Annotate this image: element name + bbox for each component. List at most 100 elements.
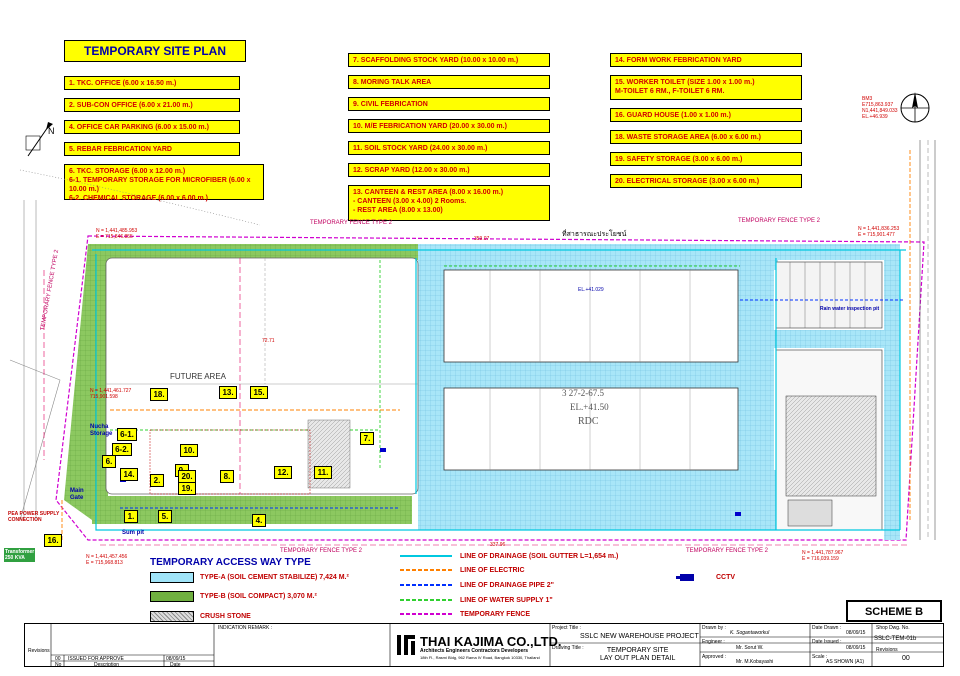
dim-top: 359.07	[474, 236, 490, 242]
benchmark-label: BM3 E715,863.937 N1,441,849.033 EL.+46.9…	[862, 96, 898, 120]
facility-7: 7. SCAFFOLDING STOCK YARD (10.00 x 10.00…	[348, 53, 550, 67]
coord-bottom-left: N = 1,441,457.456 E = 715,968.813	[86, 554, 128, 566]
nucha-storage-label: Nucha Storage	[90, 424, 113, 437]
area-15: 15.	[250, 386, 268, 399]
drawing-title: TEMPORARY SITE LAY OUT PLAN DETAIL	[600, 647, 676, 662]
building-el: EL.+41.50	[570, 402, 609, 412]
facility-20: 20. ELECTRICAL STORAGE (3.00 x 6.00 m.)	[610, 174, 802, 188]
facility-15: 15. WORKER TOILET (SIZE 1.00 x 1.00 m.) …	[610, 75, 802, 100]
pipe-label: LINE OF DRAINAGE PIPE 2"	[460, 582, 554, 589]
area-10: 10.	[180, 444, 198, 457]
company-name: THAI KAJIMA CO.,LTD.	[420, 634, 562, 649]
future-area-label: FUTURE AREA	[170, 372, 227, 381]
area-18: 18.	[150, 388, 168, 401]
pea-label: PEA POWER SUPPLY CONNECTION	[8, 511, 60, 523]
scheme-label: SCHEME B	[846, 600, 942, 622]
page-title: TEMPORARY SITE PLAN	[64, 40, 246, 62]
area-12: 12.	[274, 466, 292, 479]
area-14: 14.	[120, 468, 138, 481]
facility-14: 14. FORM WORK FEBRICATION YARD	[610, 53, 802, 67]
approved-label: Approved :	[702, 654, 727, 660]
facility-16: 16. GUARD HOUSE (1.00 x 1.00 m.)	[610, 108, 802, 122]
dim-bottom: 337.96	[490, 542, 506, 548]
facility-19: 19. SAFETY STORAGE (3.00 x 6.00 m.)	[610, 152, 802, 166]
access-way-title: TEMPORARY ACCESS WAY TYPE	[150, 557, 311, 568]
facility-1: 1. TKC. OFFICE (6.00 x 16.50 m.)	[64, 76, 240, 90]
company-logo-icon	[397, 635, 415, 655]
title-block	[24, 623, 944, 667]
engineer-label: Engineer :	[702, 639, 725, 645]
facility-12: 12. SCRAP YARD (12.00 x 30.00 m.)	[348, 163, 550, 177]
compass-icon	[900, 92, 930, 123]
indication-remark: INDICATION REMARK :	[218, 625, 273, 631]
fence-top-left-label: TEMPORARY FENCE TYPE 2	[310, 220, 393, 226]
rev-desc: ISSUED FOR APPROVE	[68, 656, 124, 662]
company-sub: Architects Engineers Contractors Develop…	[420, 648, 529, 654]
crush-label: CRUSH STONE	[200, 613, 251, 620]
cctv-icon	[676, 574, 694, 581]
facility-8: 8. MORING TALK AREA	[348, 75, 550, 89]
shop-dwg-label: Shop Dwg. No.	[876, 625, 910, 631]
main-gate-label: Main Gate	[70, 488, 84, 501]
area-8: 8.	[220, 470, 234, 483]
type-a-swatch	[150, 572, 194, 583]
project-title: SSLC NEW WAREHOUSE PROJECT	[580, 633, 699, 640]
coord-top-right: N = 1,441,836.253 E = 715,901.477	[858, 226, 900, 238]
shop-dwg: SSLC-TEM-01b	[874, 636, 917, 642]
sum-pit-label: Sum pit	[122, 530, 144, 536]
area-6-2: 6-2.	[112, 443, 132, 456]
rain-water-label: Rain water inspection pit	[820, 306, 880, 312]
type-a-label: TYPE-A (SOIL CEMENT STABILIZE) 7,424 M.²	[200, 574, 349, 581]
drainage-label: LINE OF DRAINAGE (SOIL GUTTER L=1,654 m.…	[460, 553, 619, 560]
line-legend	[400, 555, 452, 615]
facility-5: 5. REBAR FEBRICATION YARD	[64, 142, 240, 156]
revision: 00	[902, 655, 910, 662]
area-1: 1.	[124, 510, 138, 523]
coord-top-left: N = 1,441,485.953 E = 715,846.855	[96, 228, 138, 240]
facility-6: 6. TKC. STORAGE (6.00 x 12.00 m.) 6-1. T…	[64, 164, 264, 202]
cctv-label: CCTV	[716, 574, 736, 581]
coord-bottom-right: N = 1,441,787.967 E = 716,039.159	[802, 550, 844, 562]
type-b-label: TYPE-B (SOIL COMPACT) 3,070 M.²	[200, 593, 317, 600]
area-19: 19.	[178, 482, 196, 495]
facility-9: 9. CIVIL FEBRICATION	[348, 97, 550, 111]
revisions-label: Revisions	[876, 647, 898, 653]
coord-mid-left: N = 1,441,461.727 715,901.598	[90, 388, 132, 400]
el-label: EL.+41.029	[578, 287, 604, 293]
transformer-label: Transformer 250 KVA	[4, 548, 36, 562]
facility-4: 4. OFFICE CAR PARKING (6.00 x 15.00 m.)	[64, 120, 240, 134]
fence-bottom-right-label: TEMPORARY FENCE TYPE 2	[686, 548, 769, 554]
title-block-grid	[50, 623, 944, 667]
area-6-1: 6-1.	[117, 428, 137, 441]
project-title-label: Project Title :	[552, 625, 581, 631]
col-desc: Description	[94, 662, 120, 668]
date-drawn-label: Date Drawn :	[812, 625, 842, 631]
area-6: 6.	[102, 455, 116, 468]
area-16: 16.	[44, 534, 62, 547]
area-4: 4.	[252, 514, 266, 527]
date-drawn: 08/09/15	[846, 630, 866, 636]
rev-no: 00	[55, 656, 61, 662]
drawn-by-label: Drawn by :	[702, 625, 726, 631]
facility-10: 10. M/E FEBRICATION YARD (20.00 x 30.00 …	[348, 119, 550, 133]
approved: Mr. M.Kobayashi	[736, 659, 774, 665]
facility-13: 13. CANTEEN & REST AREA (8.00 x 16.00 m.…	[348, 185, 550, 221]
rev-date: 08/09/15	[166, 656, 186, 662]
drawing-title-label: Drawing Title :	[552, 645, 584, 651]
type-b-swatch	[150, 591, 194, 602]
fence-label: TEMPORARY FENCE	[460, 611, 531, 618]
fence-top-right-label: TEMPORARY FENCE TYPE 2	[738, 218, 821, 224]
building-rdc: RDC	[578, 416, 599, 427]
scale: AS SHOWN (A1)	[826, 659, 865, 665]
building-id: 3 27-2-67.5	[562, 388, 604, 398]
facility-2: 2. SUB-CON OFFICE (6.00 x 21.00 m.)	[64, 98, 240, 112]
revisions-vertical: Revisions	[28, 648, 50, 654]
water-label: LINE OF WATER SUPPLY 1"	[460, 597, 553, 604]
fence-bottom-left-label: TEMPORARY FENCE TYPE 2	[280, 548, 363, 554]
scale-label: Scale :	[812, 654, 828, 660]
engineer: Mr. Sorut W.	[736, 645, 764, 651]
thai-road-label: ที่สาธารณะประโยชน์	[562, 231, 627, 238]
area-7: 7.	[360, 432, 374, 445]
dim-center: 72.71	[262, 338, 275, 344]
